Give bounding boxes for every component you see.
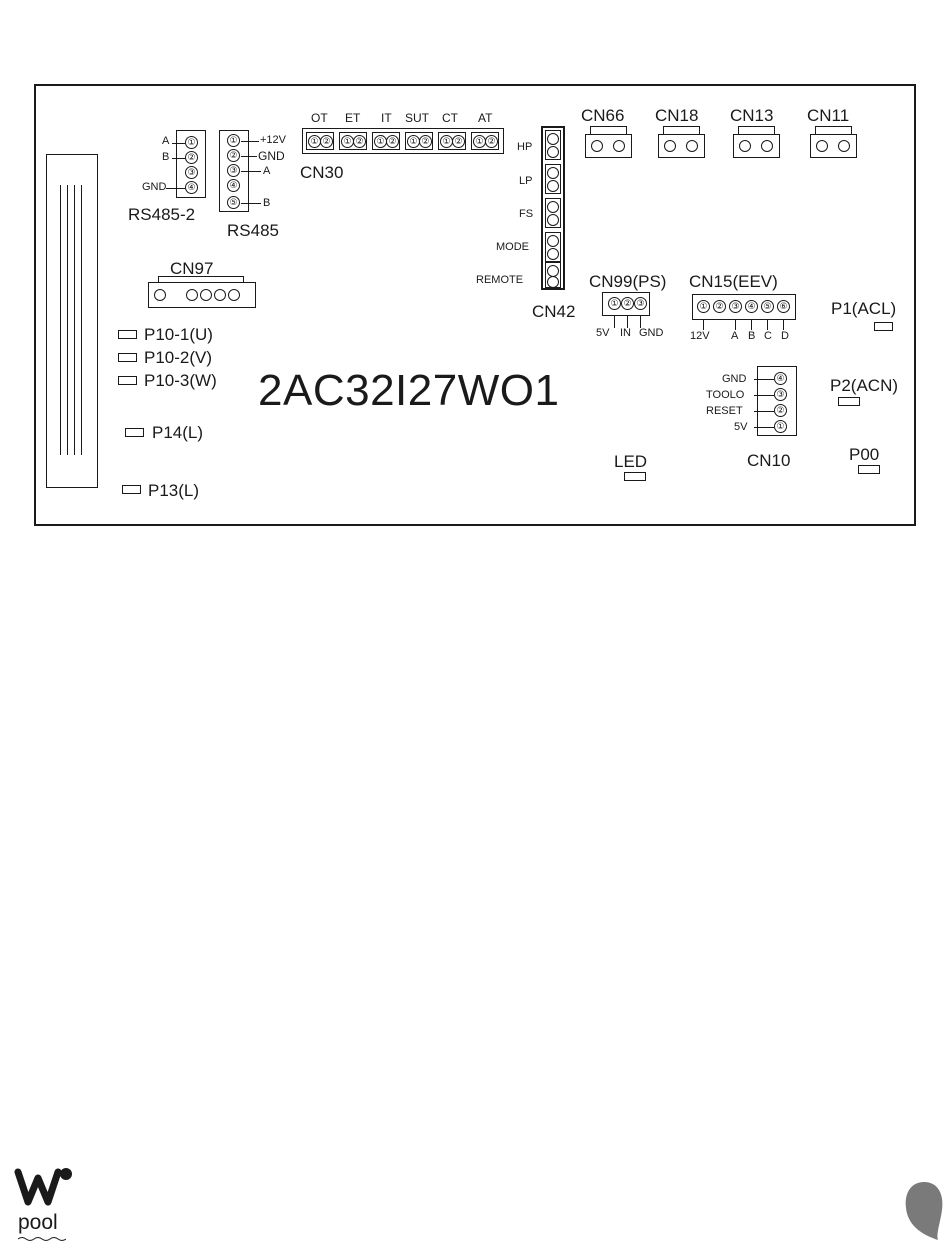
brand-logo-text: pool <box>18 1211 58 1234</box>
rs485-2-pin-a: A <box>162 135 170 147</box>
cn10-pin-5v: 5V <box>734 421 748 433</box>
brand-logo-mark-icon <box>14 1168 72 1206</box>
p10-1-label: P10-1(U) <box>144 325 213 344</box>
cn30-sensor-at: AT <box>478 111 493 125</box>
rs485-pin-b: B <box>263 197 271 209</box>
p10-3-label: P10-3(W) <box>144 371 217 390</box>
left-edge-connector <box>46 154 98 488</box>
cn15-pin-b: B <box>748 330 756 342</box>
cn42-input-mode: MODE <box>496 241 529 253</box>
cn30-sensor-et: ET <box>345 111 361 125</box>
cn42-label: CN42 <box>532 302 576 321</box>
led-label: LED <box>614 452 648 471</box>
p2-pad <box>838 397 860 406</box>
rs485-pin-12v: +12V <box>260 134 286 146</box>
board-model-number: 2AC32I27WO1 <box>258 366 560 415</box>
cn30-sensor-sut: SUT <box>405 111 429 125</box>
p00-pad <box>858 465 880 474</box>
p10-2-pad <box>118 353 137 362</box>
cn97-label: CN97 <box>170 259 214 278</box>
cn42-input-lp: LP <box>519 175 533 187</box>
rs485-2-label: RS485-2 <box>128 205 196 224</box>
cn30-sensor-ct: CT <box>442 111 458 125</box>
cn99-label: CN99(PS) <box>589 272 667 291</box>
cn10-pin-reset: RESET <box>706 405 743 417</box>
p00-label: P00 <box>849 445 880 464</box>
cn30-sensor-it: IT <box>381 111 392 125</box>
page-corner-drop-icon <box>905 1182 943 1240</box>
led-pad <box>624 472 646 481</box>
cn42-input-hp: HP <box>517 141 533 153</box>
cn10-pin-toolo: TOOLO <box>706 389 745 401</box>
brand-logo: pool <box>14 1164 84 1244</box>
rs485-2-pin-gnd: GND <box>142 181 167 193</box>
cn10-label: CN10 <box>747 451 791 470</box>
cn15-label: CN15(EEV) <box>689 272 778 291</box>
p10-2-label: P10-2(V) <box>144 348 213 367</box>
p2-label: P2(ACN) <box>830 376 899 395</box>
cn66-label: CN66 <box>581 106 625 125</box>
rs485-pin-a: A <box>263 165 271 177</box>
cn15-pin-d: D <box>781 330 789 342</box>
rs485-label: RS485 <box>227 221 279 240</box>
cn30-sensor-ot: OT <box>311 111 328 125</box>
brand-logo-wave-icon <box>18 1237 66 1241</box>
cn42-input-fs: FS <box>519 208 534 220</box>
cn11-label: CN11 <box>807 106 850 125</box>
p1-label: P1(ACL) <box>831 299 897 318</box>
p10-1-pad <box>118 330 137 339</box>
pcb-board-outline: ① ② ③ ④ A B GND RS485-2 ① ② ③ ④ ⑤ +12V G… <box>34 84 916 526</box>
cn13-label: CN13 <box>730 106 774 125</box>
cn42-input-remote: REMOTE <box>476 274 524 286</box>
cn15-pin-c: C <box>764 330 772 342</box>
p10-3-pad <box>118 376 137 385</box>
cn10-pin-gnd: GND <box>722 373 747 385</box>
cn15-pin-12v: 12V <box>690 330 710 342</box>
p13-pad <box>122 485 141 494</box>
p1-pad <box>874 322 893 331</box>
rs485-pin-gnd: GND <box>258 149 285 163</box>
p14-pad <box>125 428 144 437</box>
p13-label: P13(L) <box>148 481 200 500</box>
cn18-label: CN18 <box>655 106 699 125</box>
p14-label: P14(L) <box>152 423 204 442</box>
cn99-pin-gnd: GND <box>639 327 664 339</box>
cn99-pin-in: IN <box>620 327 631 339</box>
rs485-2-pin-b: B <box>162 151 170 163</box>
cn15-pin-a: A <box>731 330 739 342</box>
cn99-pin-5v: 5V <box>596 327 610 339</box>
cn30-label: CN30 <box>300 163 344 182</box>
